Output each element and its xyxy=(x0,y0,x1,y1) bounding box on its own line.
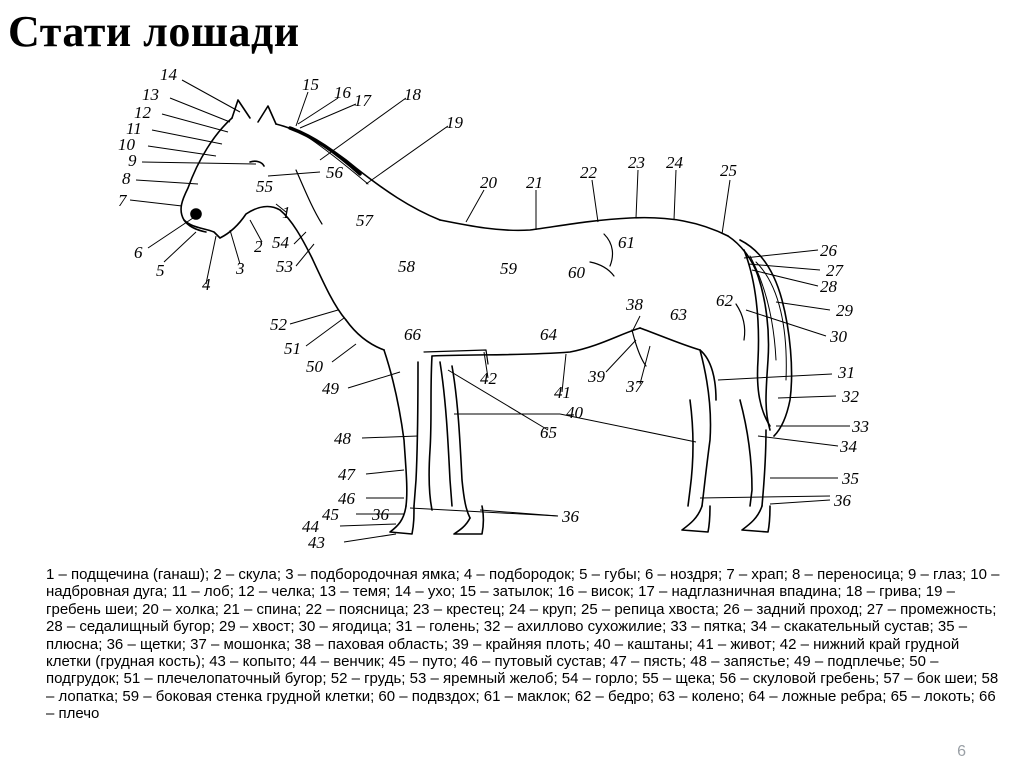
label: 33 xyxy=(851,417,869,436)
label: 42 xyxy=(480,369,498,388)
label: 45 xyxy=(322,505,339,524)
label: 32 xyxy=(841,387,860,406)
label: 47 xyxy=(338,465,357,484)
label: 52 xyxy=(270,315,288,334)
label: 61 xyxy=(618,233,635,252)
label: 49 xyxy=(322,379,340,398)
label: 35 xyxy=(841,469,859,488)
label: 14 xyxy=(160,65,178,84)
label: 26 xyxy=(820,241,838,260)
label: 36 xyxy=(833,491,852,510)
label: 39 xyxy=(587,367,606,386)
label: 10 xyxy=(118,135,136,154)
label: 20 xyxy=(480,173,498,192)
label: 58 xyxy=(398,257,416,276)
label: 2 xyxy=(254,237,263,256)
label: 3 xyxy=(235,259,245,278)
label: 60 xyxy=(568,263,586,282)
label: 4 xyxy=(202,275,211,294)
label: 25 xyxy=(720,161,737,180)
label: 54 xyxy=(272,233,290,252)
label: 6 xyxy=(134,243,143,262)
label: 21 xyxy=(526,173,543,192)
page-title: Стати лошади xyxy=(8,7,300,56)
label: 64 xyxy=(540,325,558,344)
label: 12 xyxy=(134,103,152,122)
label: 13 xyxy=(142,85,159,104)
label: 5 xyxy=(156,261,165,280)
label: 40 xyxy=(566,403,584,422)
label: 29 xyxy=(836,301,854,320)
label: 46 xyxy=(338,489,356,508)
label: 15 xyxy=(302,75,319,94)
label: 19 xyxy=(446,113,464,132)
horse-outline xyxy=(180,99,793,535)
label: 62 xyxy=(716,291,734,310)
label: 17 xyxy=(354,91,373,110)
label: 36 xyxy=(371,505,390,524)
legend-text: 1 – подщечина (ганаш); 2 – скула; 3 – по… xyxy=(46,566,1000,723)
label: 28 xyxy=(820,277,838,296)
label: 44 xyxy=(302,517,320,536)
label: 24 xyxy=(666,153,684,172)
label: 34 xyxy=(839,437,858,456)
label: 22 xyxy=(580,163,598,182)
label: 1 xyxy=(282,203,291,222)
label: 63 xyxy=(670,305,687,324)
label: 57 xyxy=(356,211,375,230)
label: 7 xyxy=(118,191,128,210)
horse-diagram: 1 2 3 4 5 6 7 8 9 10 11 12 13 14 15 16 1… xyxy=(118,65,869,552)
label: 8 xyxy=(122,169,131,188)
label: 9 xyxy=(128,151,137,170)
part-number-labels: 1 2 3 4 5 6 7 8 9 10 11 12 13 14 15 16 1… xyxy=(118,65,869,552)
label: 31 xyxy=(837,363,855,382)
label: 55 xyxy=(256,177,273,196)
label: 27 xyxy=(826,261,845,280)
label: 38 xyxy=(625,295,644,314)
label: 51 xyxy=(284,339,301,358)
label: 43 xyxy=(308,533,325,552)
label: 16 xyxy=(334,83,352,102)
page-number: 6 xyxy=(957,743,966,760)
label: 53 xyxy=(276,257,293,276)
label: 66 xyxy=(404,325,422,344)
label: 18 xyxy=(404,85,422,104)
label: 48 xyxy=(334,429,352,448)
leader-lines xyxy=(129,79,850,543)
label: 37 xyxy=(625,377,645,396)
label: 30 xyxy=(829,327,848,346)
label: 56 xyxy=(326,163,344,182)
label: 23 xyxy=(628,153,645,172)
label: 41 xyxy=(554,383,571,402)
label: 65 xyxy=(540,423,557,442)
label: 59 xyxy=(500,259,518,278)
label: 50 xyxy=(306,357,324,376)
label: 11 xyxy=(126,119,142,138)
label: 36 xyxy=(561,507,580,526)
